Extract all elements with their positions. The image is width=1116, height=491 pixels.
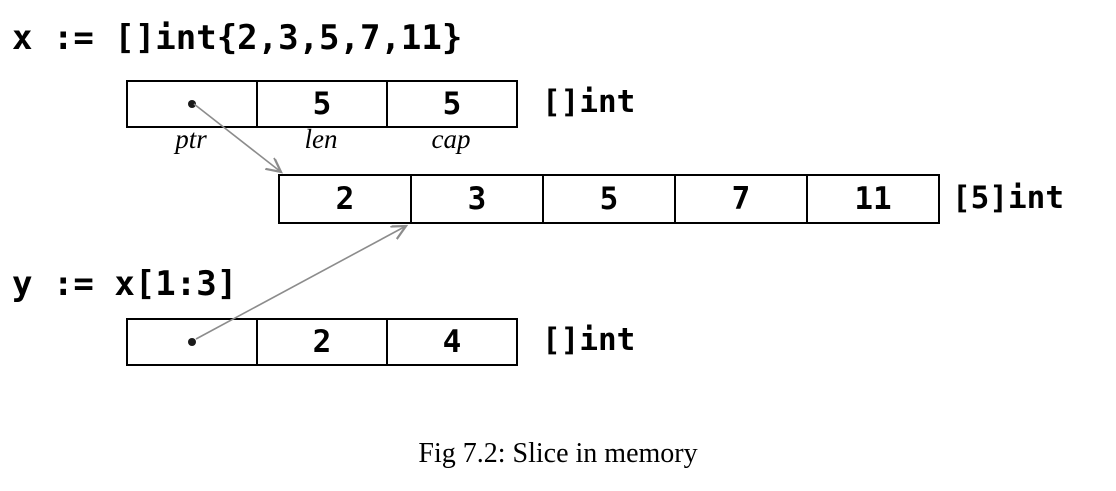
slice-x-ptr-cell: [128, 82, 256, 126]
slice-y-type-label: []int: [542, 322, 636, 358]
array-cell-1: 3: [410, 176, 542, 222]
slice-x-type-label: []int: [542, 84, 636, 120]
array-type-label: [5]int: [952, 180, 1064, 216]
backing-array-box: 2 3 5 7 11: [278, 174, 940, 224]
array-cell-2: 5: [542, 176, 674, 222]
code-x-declaration: x := []int{2,3,5,7,11}: [12, 18, 463, 58]
code-y-declaration: y := x[1:3]: [12, 264, 238, 304]
slice-y-len-cell: 2: [256, 320, 386, 364]
len-field-label: len: [304, 124, 338, 154]
array-cell-3: 7: [674, 176, 806, 222]
slice-y-cap-cell: 4: [386, 320, 516, 364]
slice-x-cap-cell: 5: [386, 82, 516, 126]
array-cell-0: 2: [335, 181, 355, 217]
slice-y-pointer-dot: [188, 338, 196, 346]
ptr-field-label: ptr: [175, 124, 207, 154]
slice-x-header-box: 5 5: [126, 80, 518, 128]
figure-caption: Fig 7.2: Slice in memory: [418, 438, 698, 469]
cap-field-label: cap: [431, 124, 471, 154]
slice-x-len-cell: 5: [256, 82, 386, 126]
slice-y-header-box: 2 4: [126, 318, 518, 366]
array-cell-4: 11: [806, 176, 938, 222]
slice-y-ptr-cell: [128, 320, 256, 364]
slice-x-pointer-dot: [188, 100, 196, 108]
